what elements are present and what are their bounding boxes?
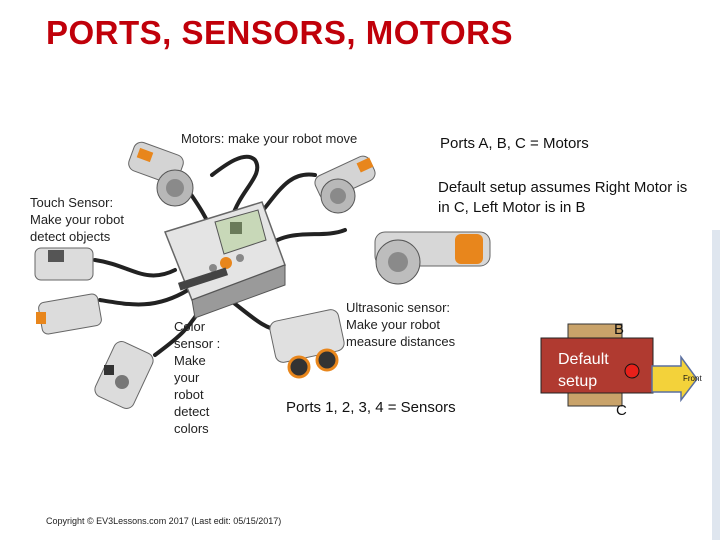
port-c-label: C <box>616 402 627 419</box>
motors-label: Motors: make your robot move <box>181 131 358 146</box>
motor-right <box>374 231 491 285</box>
ports-sensors-text: Ports 1, 2, 3, 4 = Sensors <box>286 399 456 416</box>
motor-top-left <box>128 141 194 207</box>
default-setup-diagram <box>540 323 698 407</box>
ports-motors-text: Ports A, B, C = Motors <box>440 135 589 152</box>
default-setup-text: Default setup assumes Right Motor is in … <box>438 179 688 216</box>
decorative-stripe <box>712 230 720 540</box>
motor-top-right <box>314 155 376 214</box>
touch-sensor <box>34 247 102 335</box>
ultrasonic-sensor-device <box>269 309 345 379</box>
color-sensor-label: Color sensor : Make your robot detect co… <box>174 319 221 436</box>
touch-sensor-label: Touch Sensor: Make your robot detect obj… <box>30 195 124 244</box>
sensor-dot <box>624 363 640 379</box>
front-label: Front <box>683 374 702 383</box>
front-arrow-icon <box>651 354 698 403</box>
nxt-brick <box>164 201 286 319</box>
setup-box-label: Default setup <box>558 351 609 390</box>
port-b-label: B <box>614 321 625 338</box>
ultrasonic-label: Ultrasonic sensor: Make your robot measu… <box>346 300 456 349</box>
copyright-footer: Copyright © EV3Lessons.com 2017 (Last ed… <box>46 516 282 526</box>
slide-title: PORTS, SENSORS, MOTORS <box>46 14 513 51</box>
color-sensor-device <box>94 341 154 409</box>
